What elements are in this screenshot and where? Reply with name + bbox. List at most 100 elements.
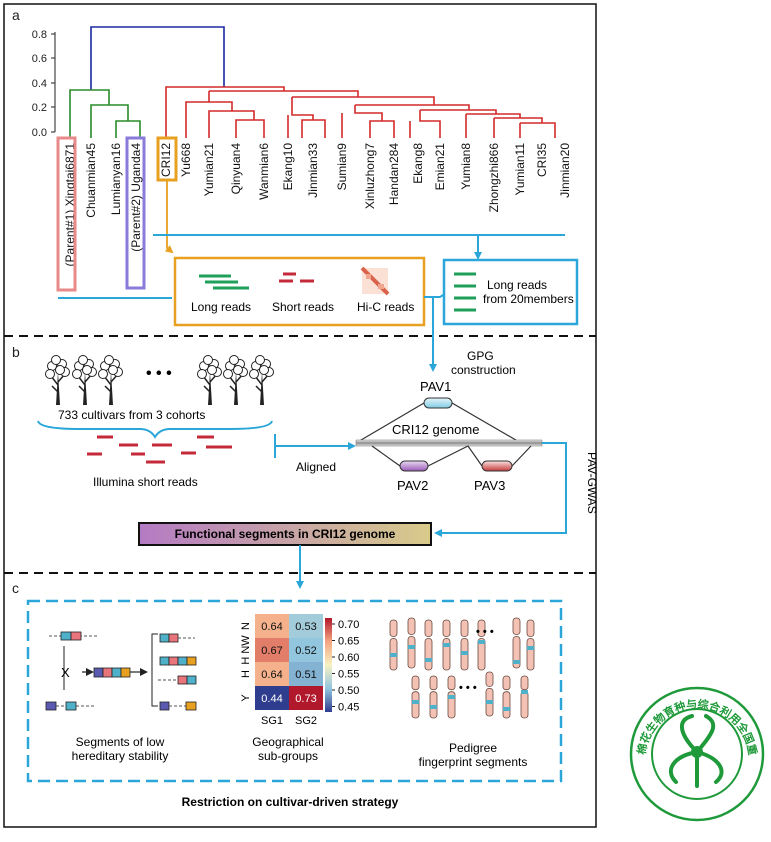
heatmap-cell bbox=[289, 614, 323, 638]
segments-label-1: Segments of low bbox=[76, 735, 165, 749]
axis-tick-label: 0.0 bbox=[32, 127, 47, 139]
gwas-path bbox=[434, 442, 567, 537]
heatmap-row-label: H NW bbox=[240, 635, 252, 665]
leaf-label: Jinmian20 bbox=[558, 143, 572, 198]
colorbar-tick-label: 0.70 bbox=[338, 619, 359, 631]
chromosome-icon bbox=[512, 617, 521, 669]
colorbar-ticks: 0.700.650.600.550.500.45 bbox=[332, 619, 359, 714]
leaf-label: Ekang10 bbox=[281, 143, 295, 191]
members-reads-icon bbox=[454, 272, 476, 312]
heatmap-cell bbox=[289, 686, 323, 710]
heatmap-row-label: H bbox=[240, 670, 252, 678]
restriction-label: Restriction on cultivar-driven strategy bbox=[182, 795, 399, 809]
heatmap-value: 0.53 bbox=[295, 621, 316, 633]
heatmap-row-label: N bbox=[240, 622, 252, 630]
chromosome-icon bbox=[526, 619, 535, 671]
colorbar-tick-label: 0.50 bbox=[338, 685, 359, 697]
illumina-reads-icon bbox=[87, 435, 232, 464]
heatmap-cell bbox=[289, 662, 323, 686]
members-box bbox=[442, 258, 579, 326]
heatmap-value: 0.64 bbox=[261, 621, 282, 633]
chromosome-icon bbox=[424, 619, 433, 671]
functional-label: Functional segments in CRI12 genome bbox=[175, 527, 396, 541]
cotton-plant-icon bbox=[98, 355, 123, 405]
pav1-segment bbox=[423, 397, 453, 409]
pedigree-label-2: fingerprint segments bbox=[419, 755, 528, 769]
cotton-plant-icon bbox=[72, 355, 97, 405]
parent2-box bbox=[125, 136, 146, 290]
seq-type-long: Long reads bbox=[191, 300, 251, 314]
dendrogram-axis: 0.80.60.40.20.0 bbox=[32, 29, 56, 139]
ped-dots-bottom: • • • bbox=[459, 682, 477, 694]
restriction-box bbox=[26, 599, 563, 783]
axis-tick-label: 0.2 bbox=[32, 102, 47, 114]
members-text-1: Long reads bbox=[487, 278, 547, 292]
x-marker: X bbox=[61, 665, 70, 680]
chromosome-icon bbox=[429, 675, 438, 719]
heatmap-cell bbox=[255, 662, 289, 686]
chromosome-icon bbox=[477, 619, 486, 671]
pav2-segment bbox=[399, 460, 429, 472]
colorbar-tick-label: 0.65 bbox=[338, 636, 359, 648]
leaf-label: Yumian11 bbox=[513, 143, 527, 196]
aligned-label: Aligned bbox=[296, 460, 336, 474]
geo-label-2: sub-groups bbox=[258, 749, 318, 763]
panel-a-letter: a bbox=[12, 7, 20, 23]
chromosome-icon bbox=[411, 675, 420, 719]
leaf-label: Qinyuan4 bbox=[229, 143, 243, 195]
pav2-label: PAV2 bbox=[397, 478, 428, 493]
leaf-label: CRI35 bbox=[535, 143, 549, 177]
pav3-segment bbox=[481, 460, 513, 472]
leaf-label: CRI12 bbox=[159, 143, 173, 177]
heatmap-row-label: Y bbox=[240, 694, 252, 702]
seq-type-hic: Hi-C reads bbox=[357, 300, 414, 314]
cotton-plant-icon bbox=[249, 355, 274, 405]
colorbar-tick-label: 0.55 bbox=[338, 669, 359, 681]
leaf-name: Uganda4 bbox=[129, 143, 143, 192]
functional-box bbox=[138, 522, 432, 546]
hic-reads-icon bbox=[360, 266, 390, 296]
outer-frame bbox=[3, 3, 597, 828]
cotton-plants bbox=[45, 355, 274, 405]
genome-bar bbox=[355, 439, 543, 447]
leaf-label: Yu668 bbox=[179, 143, 193, 177]
short-reads-icon bbox=[279, 272, 314, 283]
heatmap-cell bbox=[255, 686, 289, 710]
colorbar-tick-label: 0.60 bbox=[338, 652, 359, 664]
dendrogram bbox=[69, 26, 556, 138]
leaf-label: Sumian9 bbox=[335, 143, 349, 191]
segment-diagram bbox=[45, 631, 197, 711]
cotton-plant-icon bbox=[223, 355, 248, 405]
heatmap-value: 0.67 bbox=[261, 645, 282, 657]
leaf-label: Zhongzhi866 bbox=[487, 143, 501, 213]
genome-lower-path bbox=[371, 445, 532, 467]
leaf-label: Handan284 bbox=[387, 143, 401, 205]
heatmap-value: 0.44 bbox=[261, 693, 282, 705]
chromosome-icon bbox=[442, 619, 451, 671]
leaf-label: (Parent#2) Uganda4 bbox=[129, 143, 143, 252]
pedigree-chromosomes bbox=[389, 617, 535, 719]
illumina-label: Illumina short reads bbox=[93, 475, 198, 489]
segments-label-2: hereditary stability bbox=[72, 749, 169, 763]
panel-b-letter: b bbox=[12, 344, 20, 360]
leaf-label: Wanmian6 bbox=[257, 143, 271, 200]
heatmap-value: 0.64 bbox=[261, 669, 282, 681]
heatmap-cell bbox=[255, 614, 289, 638]
panel-c-letter: c bbox=[12, 580, 19, 596]
chromosome-icon bbox=[502, 675, 511, 719]
gwas-label: PAV-GWAS bbox=[585, 452, 599, 514]
chromosome-icon bbox=[447, 675, 456, 719]
cohort-brace bbox=[37, 420, 273, 439]
plant-dots: • • • bbox=[146, 365, 172, 382]
cotton-plant-icon bbox=[45, 355, 70, 405]
colorbar bbox=[325, 618, 332, 712]
axis-tick-label: 0.8 bbox=[32, 29, 47, 41]
chromosome-icon bbox=[389, 619, 398, 671]
gpg-label-1: GPG bbox=[467, 349, 494, 363]
parent1-box bbox=[56, 136, 77, 292]
genome-upper-path bbox=[355, 402, 522, 444]
pav3-label: PAV3 bbox=[474, 478, 505, 493]
chromosome-icon bbox=[520, 675, 529, 719]
